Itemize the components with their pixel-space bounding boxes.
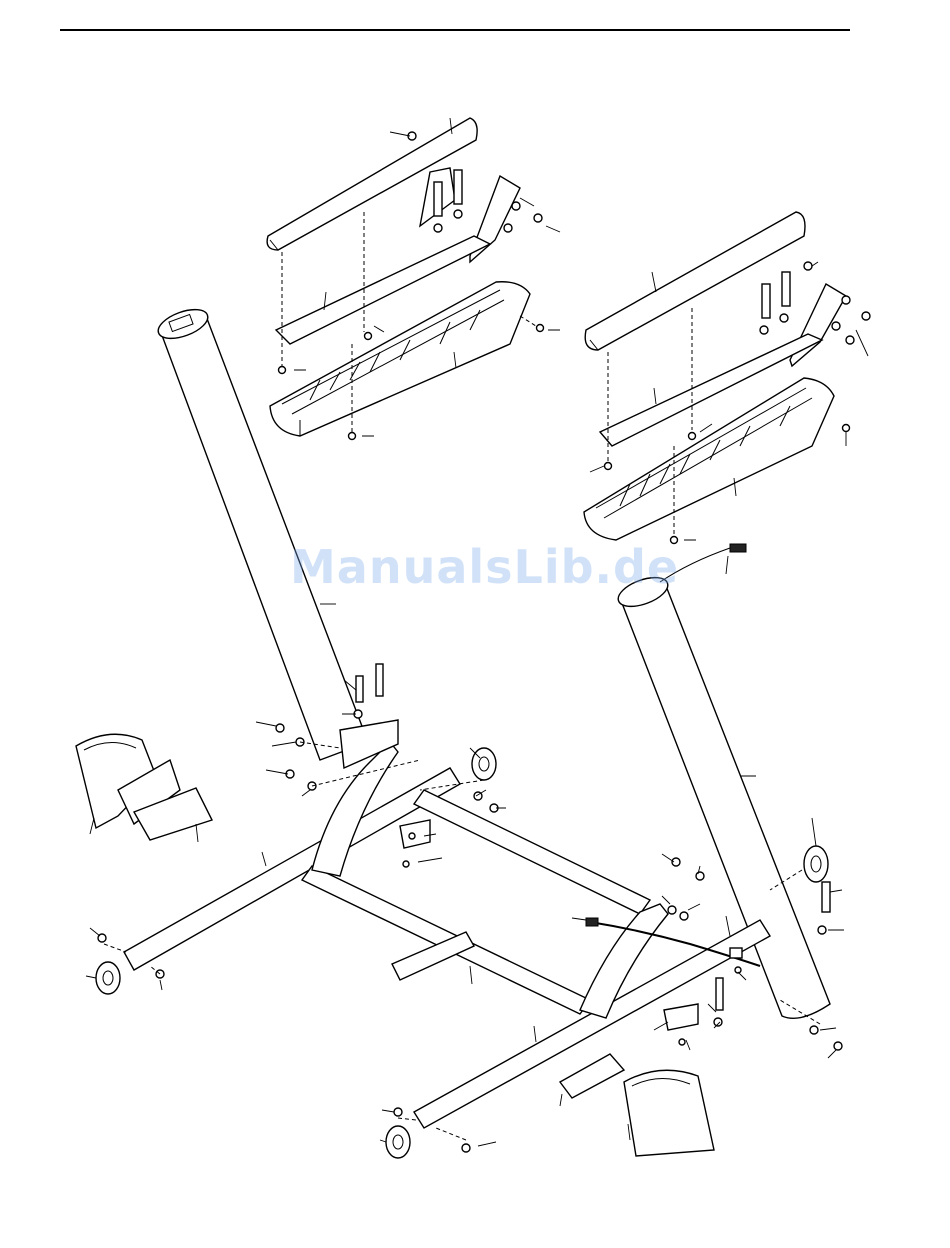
base-frame [124, 720, 770, 1128]
left-handlebar-assembly [267, 118, 560, 440]
watermark-text: ManualsLib.de [290, 540, 679, 594]
right-handlebar-housing [584, 378, 834, 540]
right-handlebar-top-cap [585, 212, 805, 350]
hardware [86, 664, 844, 1152]
left-handlebar-housing [270, 282, 530, 436]
right-handlebar-assembly [584, 212, 870, 544]
